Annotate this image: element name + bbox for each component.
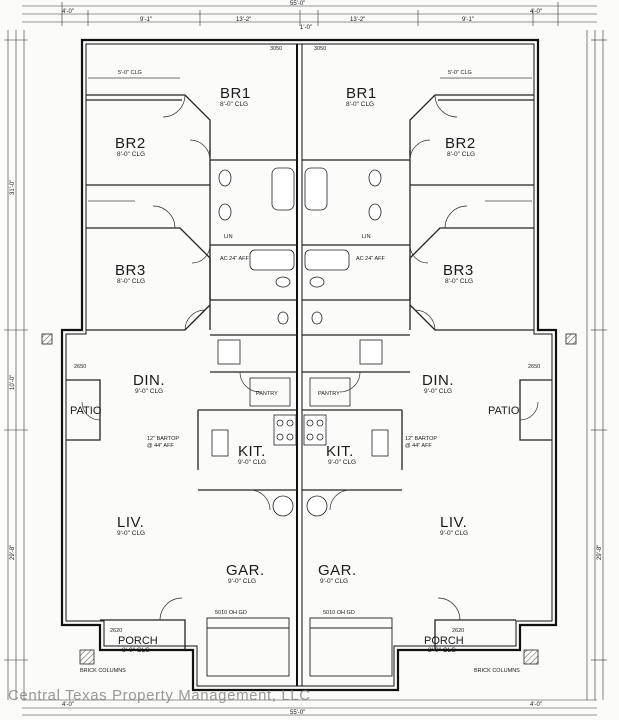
ceiling-note-gar-right: 9'-0" CLG bbox=[320, 578, 348, 585]
garage-door-note-left: 5010 OH GD bbox=[215, 610, 247, 616]
dim-top-right: 4'-0" bbox=[530, 9, 542, 15]
bartop-note-left: 12" BARTOP bbox=[147, 436, 179, 442]
brick-column-note-left: BRICK COLUMNS bbox=[80, 668, 126, 674]
kitchen-fixtures bbox=[211, 377, 389, 517]
ceiling-note-br2-left: 8'-0" CLG bbox=[117, 151, 145, 158]
dim-right-lower: 29'-8" bbox=[597, 545, 603, 560]
room-labels-right: BR1 8'-0" CLG BR2 8'-0" CLG BR3 8'-0" CL… bbox=[318, 85, 520, 654]
ceiling-note-kit-left: 9'-0" CLG bbox=[238, 459, 266, 466]
room-label-kit-right: KIT. bbox=[326, 443, 354, 460]
room-label-liv-left: LIV. bbox=[117, 514, 144, 531]
dim-top-left: 4'-0" bbox=[62, 9, 74, 15]
closet-note-left: 5'-0" CLG bbox=[118, 70, 142, 76]
room-label-gar-left: GAR. bbox=[226, 562, 265, 579]
room-label-br3-left: BR3 bbox=[115, 262, 146, 279]
window-tag-porch-right: 2620 bbox=[452, 628, 464, 634]
ceiling-note-br3-right: 8'-0" CLG bbox=[445, 278, 473, 285]
linen-note-right: LIN bbox=[362, 234, 371, 240]
room-label-br1-right: BR1 bbox=[346, 85, 377, 102]
ceiling-note-din-left: 9'-0" CLG bbox=[135, 388, 163, 395]
closet-shelves bbox=[88, 77, 532, 202]
dim-upper-left: 9'-1" bbox=[140, 17, 152, 23]
ceiling-note-din-right: 9'-0" CLG bbox=[424, 388, 452, 395]
dim-left-mid: 10'-0" bbox=[10, 375, 16, 390]
exterior-walls bbox=[60, 38, 558, 692]
watermark: Central Texas Property Management, LLC bbox=[8, 687, 311, 704]
closet-note-right: 5'-0" CLG bbox=[448, 70, 472, 76]
garage-doors bbox=[206, 617, 393, 677]
room-label-kit-left: KIT. bbox=[238, 443, 266, 460]
ac-note-right: AC 24" AFF bbox=[356, 256, 385, 262]
interior-walls-right bbox=[302, 94, 552, 650]
dim-bottom-right: 4'-0" bbox=[530, 702, 542, 708]
door-swings bbox=[81, 94, 539, 621]
bartop-height-left: @ 44" AFF bbox=[147, 443, 174, 449]
bath-fixtures bbox=[217, 167, 383, 365]
dim-overall-bottom: 55'-0" bbox=[290, 710, 305, 716]
dimension-lines bbox=[4, 2, 607, 716]
ceiling-note-liv-right: 9'-0" CLG bbox=[440, 530, 468, 537]
room-label-patio-right: PATIO bbox=[488, 405, 520, 417]
ceiling-note-porch-left: 8'-0" CLG bbox=[122, 647, 150, 654]
bartop-note-right: 12" BARTOP bbox=[405, 436, 437, 442]
room-label-patio-left: PATIO bbox=[70, 405, 102, 417]
ac-note-left: AC 24" AFF bbox=[220, 256, 249, 262]
dim-overall-top: 55'-0" bbox=[290, 1, 305, 7]
brick-column-note-right: BRICK COLUMNS bbox=[474, 668, 520, 674]
window-tag-top-right: 3050 bbox=[314, 46, 326, 52]
dim-left-upper: 31'-0" bbox=[10, 180, 16, 195]
dim-center: 1'-0" bbox=[300, 25, 312, 31]
ceiling-note-br1-right: 8'-0" CLG bbox=[346, 101, 374, 108]
ceiling-note-gar-left: 9'-0" CLG bbox=[228, 578, 256, 585]
window-tag-patio-right: 2650 bbox=[528, 364, 540, 370]
plan-notes: 5'-0" CLG 5'-0" CLG 12" BARTOP @ 44" AFF… bbox=[74, 46, 540, 674]
room-label-porch-left: PORCH bbox=[118, 635, 158, 647]
room-label-br2-left: BR2 bbox=[115, 135, 146, 152]
window-tag-patio-left: 2650 bbox=[74, 364, 86, 370]
ceiling-note-liv-left: 9'-0" CLG bbox=[117, 530, 145, 537]
dim-upper-center-right: 13'-2" bbox=[350, 17, 365, 23]
ceiling-note-porch-right: 8'-0" CLG bbox=[428, 647, 456, 654]
ceiling-note-br1-left: 8'-0" CLG bbox=[220, 101, 248, 108]
dim-left-lower: 29'-8" bbox=[10, 545, 16, 560]
room-label-din-left: DIN. bbox=[133, 372, 165, 389]
linen-note-left: LIN bbox=[224, 234, 233, 240]
brick-columns bbox=[41, 333, 577, 665]
room-label-porch-right: PORCH bbox=[424, 635, 464, 647]
window-tag-porch-left: 2620 bbox=[110, 628, 122, 634]
room-label-liv-right: LIV. bbox=[440, 514, 467, 531]
pantry-note-left: PANTRY bbox=[256, 391, 278, 397]
garage-door-note-right: 5010 OH GD bbox=[323, 610, 355, 616]
ceiling-note-br3-left: 8'-0" CLG bbox=[117, 278, 145, 285]
pantry-note-right: PANTRY bbox=[318, 391, 340, 397]
room-label-gar-right: GAR. bbox=[318, 562, 357, 579]
dim-upper-right: 9'-1" bbox=[462, 17, 474, 23]
ceiling-note-br2-right: 8'-0" CLG bbox=[447, 151, 475, 158]
dim-bottom-left: 4'-0" bbox=[62, 702, 74, 708]
room-label-br1-left: BR1 bbox=[220, 85, 251, 102]
ceiling-note-kit-right: 9'-0" CLG bbox=[328, 459, 356, 466]
dim-upper-center-left: 13'-2" bbox=[236, 17, 251, 23]
dimension-labels: 55'-0" 4'-0" 4'-0" 9'-1" 13'-2" 13'-2" 9… bbox=[10, 1, 603, 716]
bartop-height-right: @ 44" AFF bbox=[405, 443, 432, 449]
window-tag-top-left: 3050 bbox=[270, 46, 282, 52]
room-label-br2-right: BR2 bbox=[445, 135, 476, 152]
room-label-din-right: DIN. bbox=[422, 372, 454, 389]
room-label-br3-right: BR3 bbox=[443, 262, 474, 279]
room-labels-left: BR1 8'-0" CLG BR2 8'-0" CLG BR3 8'-0" CL… bbox=[70, 85, 266, 654]
